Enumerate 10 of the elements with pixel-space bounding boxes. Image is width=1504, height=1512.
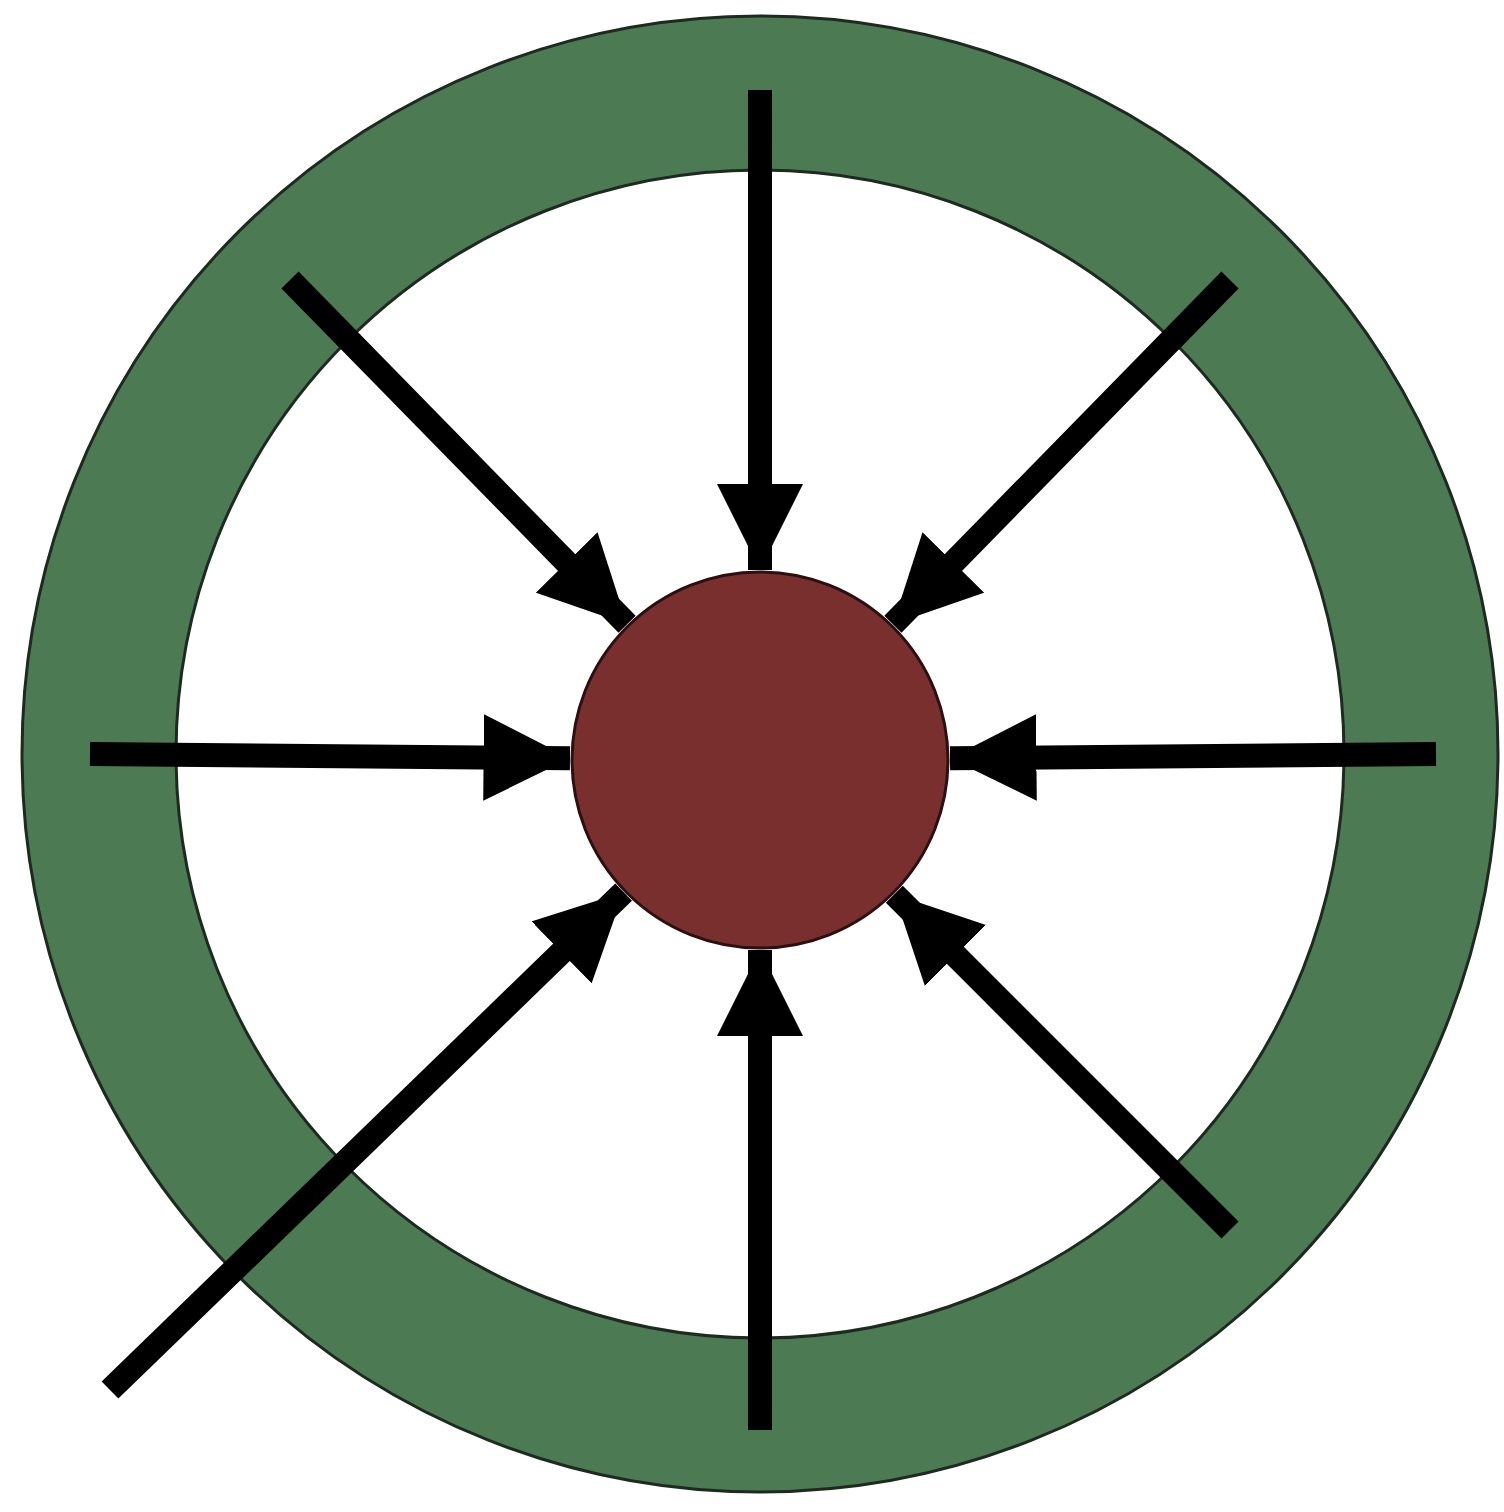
ring-shape: [20, 14, 1500, 1494]
arrow: [281, 271, 636, 633]
arrow: [884, 271, 1239, 633]
arrow: [716, 950, 804, 1430]
arrow: [716, 90, 804, 570]
arrow: [885, 885, 1239, 1239]
arrow: [101, 883, 632, 1399]
arrow: [949, 714, 1437, 801]
arrow: [89, 714, 571, 801]
center-circle: [570, 570, 950, 950]
